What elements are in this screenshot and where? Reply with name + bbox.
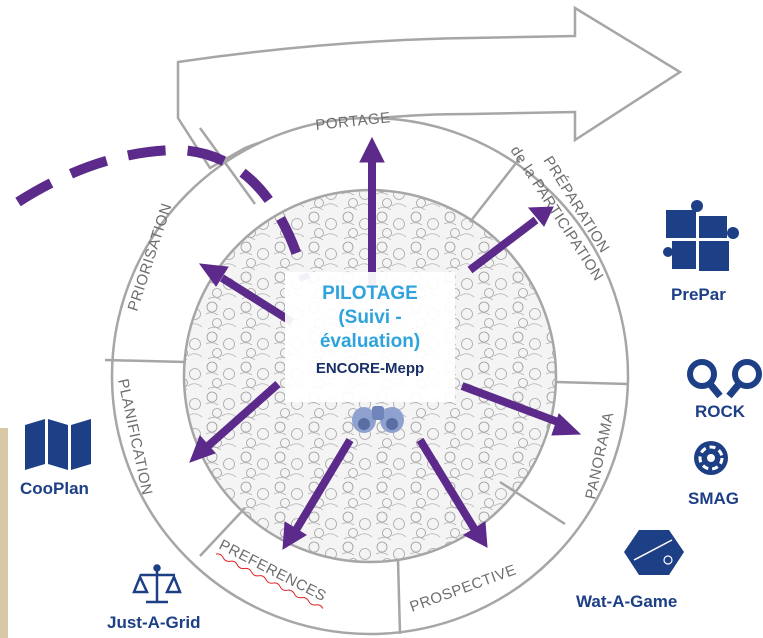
smag-label: SMAG — [688, 489, 739, 508]
arrow-preparation — [467, 206, 554, 274]
network-icon — [694, 441, 728, 475]
radiating-arrows — [189, 136, 582, 550]
pilotage-title: PILOTAGE — [322, 283, 418, 304]
arrow-priorisation — [198, 263, 295, 326]
scales-icon — [132, 564, 182, 604]
pilotage-subtitle-line1: (Suivi - — [338, 307, 402, 328]
arrow-panorama — [460, 382, 582, 436]
arrow-preferences — [282, 437, 354, 550]
puzzle-icon — [663, 200, 739, 271]
wat-a-game-label: Wat-A-Game — [576, 592, 678, 611]
hexagon-game-icon — [624, 530, 684, 575]
arrow-portage — [359, 136, 385, 285]
arrow-planification — [189, 381, 281, 463]
map-icon — [25, 419, 91, 470]
binoculars-icon — [352, 406, 404, 433]
left-edge-photo-strip — [0, 428, 8, 638]
magnifier-pair-icon — [687, 359, 762, 399]
prepar-label: PrePar — [671, 285, 726, 304]
segment-dividers — [104, 127, 629, 635]
cooplan-label: CooPlan — [20, 479, 89, 498]
encore-mepp-label: ENCORE-Mepp — [315, 360, 425, 377]
arrow-prospective — [416, 437, 488, 548]
preferences-underline — [215, 553, 324, 609]
pilotage-center-box: PILOTAGE (Suivi - évaluation) ENCORE-Mep… — [285, 272, 455, 402]
just-a-grid-label: Just-A-Grid — [107, 613, 201, 632]
pilotage-subtitle-line2: évaluation) — [319, 331, 421, 352]
rock-label: ROCK — [695, 402, 746, 421]
